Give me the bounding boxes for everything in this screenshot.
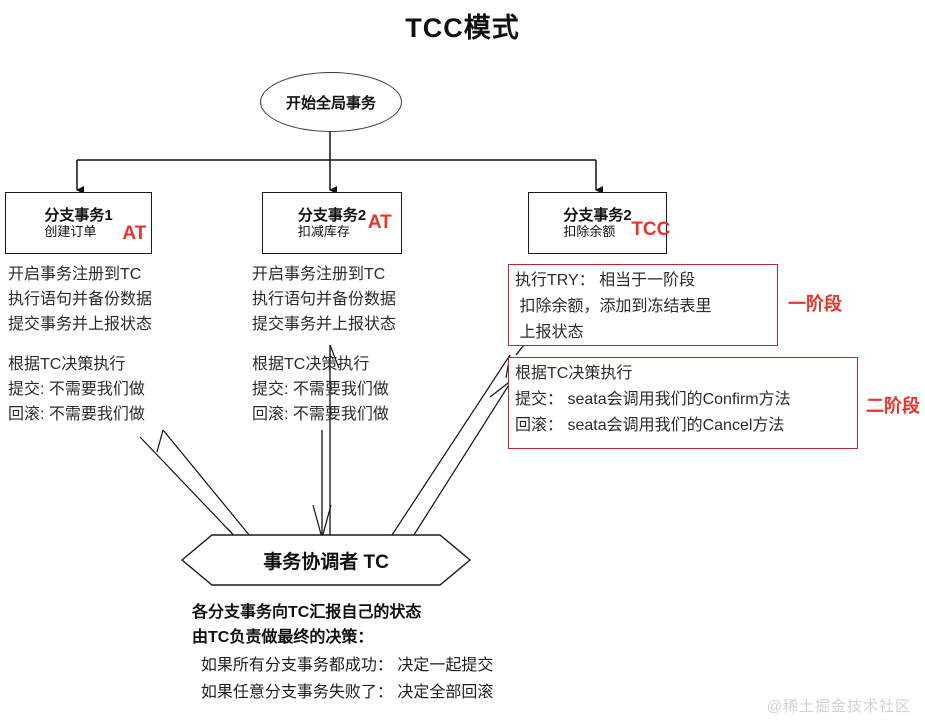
branch-1-notes-phase2: 根据TC决策执行 提交: 不需要我们做 回滚: 不需要我们做 bbox=[8, 356, 145, 423]
branch-3-title: 分支事务2 bbox=[563, 206, 632, 224]
start-node-label: 开始全局事务 bbox=[285, 94, 376, 112]
tcc-phase1-label: 一阶段 bbox=[788, 294, 842, 314]
branch-2-titles: 分支事务2 扣减库存 AT bbox=[297, 206, 392, 240]
tcc-phase1-box: 执行TRY： 相当于一阶段 扣除余额，添加到冻结表里 上报状态 bbox=[508, 264, 778, 346]
branch-2-mode-tag: AT bbox=[367, 211, 392, 233]
branch-1-notes-phase1: 开启事务注册到TC 执行语句并备份数据 提交事务并上报状态 bbox=[8, 266, 153, 333]
tcc-phase2-label: 二阶段 bbox=[866, 396, 920, 416]
branch-box-3: 分支事务2 扣除余额 TCC bbox=[528, 192, 670, 254]
branch-3-mode-tag: TCC bbox=[631, 218, 671, 240]
footer-plain-text: 如果所有分支事务都成功： 决定一起提交 如果任意分支事务失败了： 决定全部回滚 bbox=[200, 657, 494, 701]
footer-bold-text: 各分支事务向TC汇报自己的状态 由TC负责做最终的决策： bbox=[192, 604, 422, 646]
transaction-coordinator-node: 事务协调者 TC bbox=[182, 535, 470, 585]
branch-3-subtitle: 扣除余额 bbox=[563, 223, 616, 239]
branch-3-titles: 分支事务2 扣除余额 TCC bbox=[563, 206, 670, 240]
tcc-phase2-box: 根据TC决策执行 提交： seata会调用我们的Confirm方法 回滚： se… bbox=[508, 357, 858, 449]
branch-2-subtitle: 扣减库存 bbox=[297, 223, 350, 239]
branch-1-titles: 分支事务1 创建订单 AT bbox=[44, 206, 146, 243]
branch-2-notes-phase1: 开启事务注册到TC 执行语句并备份数据 提交事务并上报状态 bbox=[252, 266, 397, 333]
branch-box-2: 分支事务2 扣减库存 AT bbox=[262, 192, 402, 254]
coordinator-label: 事务协调者 TC bbox=[263, 551, 389, 573]
branch-2-title: 分支事务2 bbox=[297, 206, 367, 224]
page-title: TCC模式 bbox=[405, 13, 520, 43]
watermark: @稀土掘金技术社区 bbox=[766, 698, 911, 715]
start-global-transaction-node: 开始全局事务 bbox=[260, 72, 402, 132]
branch-box-1: 分支事务1 创建订单 AT bbox=[5, 192, 152, 254]
branch-1-title: 分支事务1 bbox=[44, 206, 113, 224]
branch-1-mode-tag: AT bbox=[122, 222, 147, 244]
branch-2-notes-phase2: 根据TC决策执行 提交: 不需要我们做 回滚: 不需要我们做 bbox=[252, 356, 389, 423]
branch-1-subtitle: 创建订单 bbox=[44, 223, 97, 239]
